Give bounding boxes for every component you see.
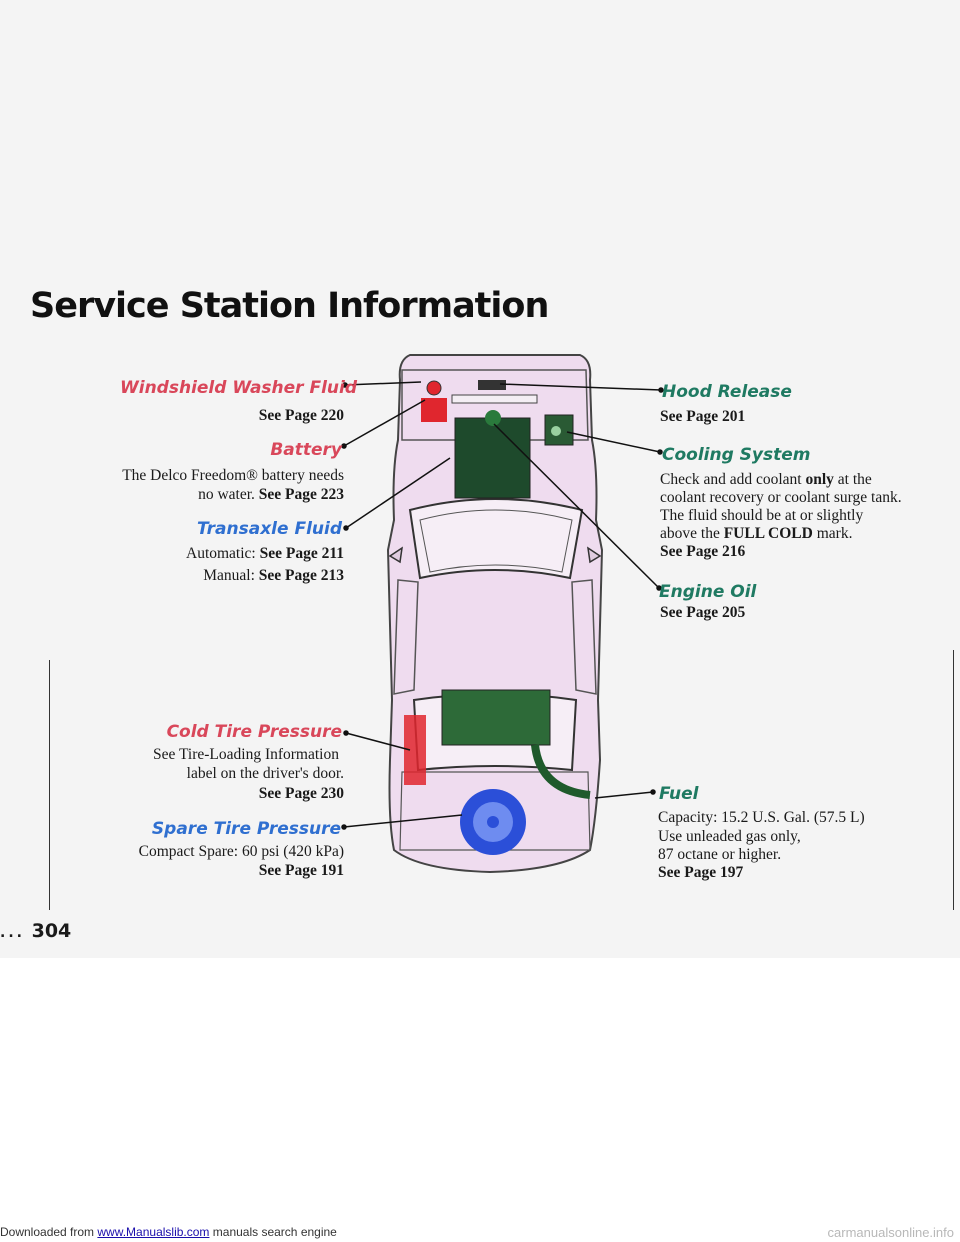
watermark: carmanualsonline.info	[827, 1225, 954, 1240]
battery-label: Battery	[270, 440, 342, 460]
washer-fluid-label: Windshield Washer Fluid	[120, 378, 358, 398]
page-title: Service Station Information	[30, 286, 549, 326]
page-number: ... 304	[0, 920, 72, 942]
engine-oil-label: Engine Oil	[659, 582, 757, 602]
battery-note-2: no water. See Page 223	[198, 486, 344, 503]
transaxle-automatic: Automatic: See Page 211	[186, 545, 344, 562]
cooling-line4: above the FULL COLD mark.	[660, 525, 853, 542]
cold-tire-line1: See Tire-Loading Information	[153, 746, 339, 763]
spare-tire-label: Spare Tire Pressure	[151, 819, 341, 839]
fuel-ref: See Page 197	[658, 864, 744, 881]
fuel-line1: Capacity: 15.2 U.S. Gal. (57.5 L)	[658, 809, 865, 826]
washer-fluid-ref: See Page 220	[258, 407, 344, 424]
margin-line-left	[49, 660, 50, 910]
car-top-view-diagram	[341, 354, 664, 874]
cold-tire-ref: See Page 230	[258, 785, 344, 802]
hood-release-ref: See Page 201	[660, 408, 746, 425]
cooling-line2: coolant recovery or coolant surge tank.	[660, 489, 902, 506]
spare-tire-line1: Compact Spare: 60 psi (420 kPa)	[138, 843, 344, 860]
transaxle-label: Transaxle Fluid	[196, 519, 342, 539]
cooling-system-label: Cooling System	[662, 445, 811, 465]
battery-note: The Delco Freedom® battery needs	[122, 467, 344, 484]
fuel-label: Fuel	[659, 784, 699, 804]
fuel-line2: Use unleaded gas only,	[658, 828, 801, 845]
fuel-line3: 87 octane or higher.	[658, 846, 782, 863]
cold-tire-label: Cold Tire Pressure	[166, 722, 342, 742]
hood-release-label: Hood Release	[662, 382, 792, 402]
cold-tire-line2: label on the driver's door.	[186, 765, 344, 782]
engine-oil-ref: See Page 205	[660, 604, 746, 621]
cooling-line1: Check and add coolant only at the	[660, 471, 872, 488]
download-footer: Downloaded from www.Manualslib.com manua…	[0, 1225, 954, 1240]
transaxle-manual: Manual: See Page 213	[203, 567, 344, 584]
cooling-ref: See Page 216	[660, 543, 746, 560]
spare-tire-ref: See Page 191	[258, 862, 344, 879]
manualslib-link[interactable]: www.Manualslib.com	[97, 1225, 210, 1239]
cooling-line3: The fluid should be at or slightly	[660, 507, 864, 524]
margin-line-right	[953, 650, 954, 910]
